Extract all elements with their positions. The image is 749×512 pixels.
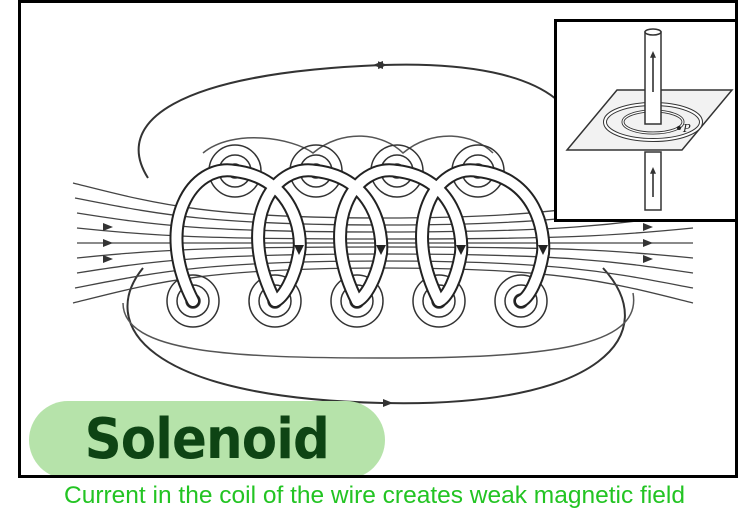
diagram-frame: P Solenoid xyxy=(18,0,738,478)
middle-field-loop-top xyxy=(202,135,494,155)
straight-wire-figure: P xyxy=(565,28,734,211)
point-p-dot xyxy=(677,126,681,130)
point-p-label: P xyxy=(682,122,691,135)
solenoid-coil xyxy=(169,163,551,308)
diagram-caption: Current in the coil of the wire creates … xyxy=(64,482,685,509)
outer-field-loop-top xyxy=(137,61,579,179)
middle-field-loop-bottom xyxy=(122,292,635,359)
straight-wire-inset: P xyxy=(554,19,735,222)
current-arrow-icon xyxy=(294,245,548,255)
diagram-title: Solenoid xyxy=(84,407,330,472)
solenoid-diagram xyxy=(72,61,694,407)
title-badge: Solenoid xyxy=(29,401,385,475)
field-line-arrow-icon xyxy=(103,61,653,407)
